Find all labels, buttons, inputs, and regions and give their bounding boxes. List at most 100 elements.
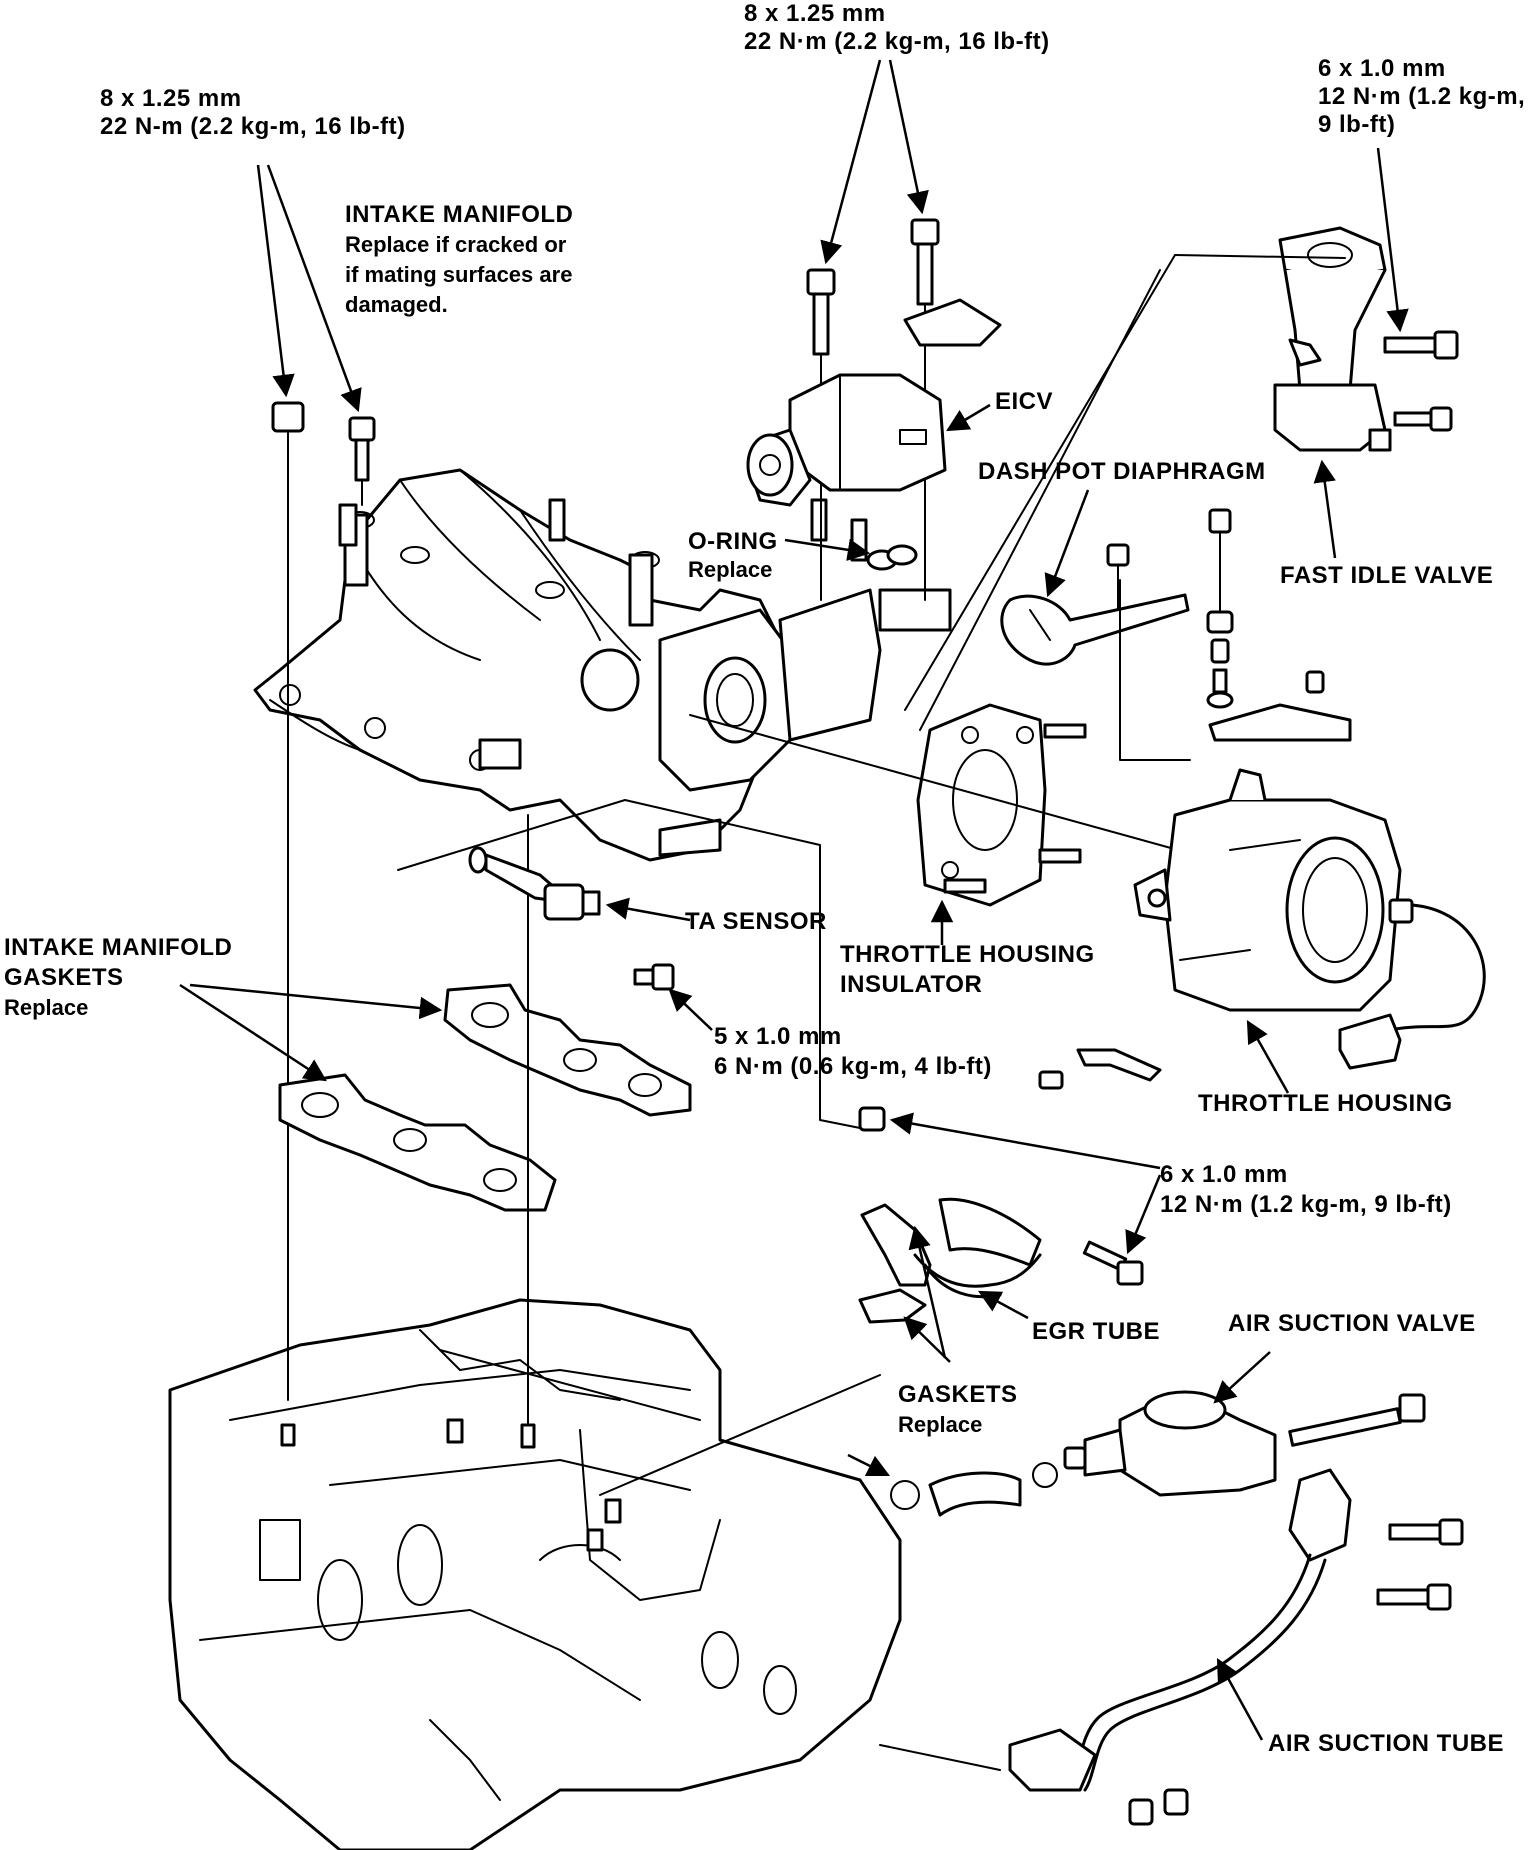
leader-eicv-bolt-left <box>820 59 882 265</box>
label-air-suction-valve: AIR SUCTION VALVE <box>1228 1310 1476 1337</box>
throttle-housing-insulator <box>916 703 1087 907</box>
egr-bolt <box>1082 1240 1144 1286</box>
leader-o-ring <box>784 538 871 561</box>
leader-egr-tube <box>978 1290 1029 1320</box>
leader-throttle-housing <box>1246 1020 1290 1094</box>
leader-gasket-lower <box>179 983 327 1082</box>
label-bolt-ta-sensor: 5 x 1.0 mm 6 N·m (0.6 kg-m, 4 lb-ft) <box>714 1022 992 1082</box>
leader-egr-nut <box>889 1112 1161 1170</box>
throttle-cable <box>1388 903 1486 1032</box>
gaskets-title-2: GASKETS <box>4 964 124 991</box>
bolt-egr-size: 6 x 1.0 mm <box>1160 1161 1288 1188</box>
throttle-stud-stack <box>1206 508 1352 742</box>
insulator-title-2: INSULATOR <box>840 971 983 998</box>
label-ta-sensor: TA SENSOR <box>685 908 827 935</box>
insulator-title-1: THROTTLE HOUSING <box>840 941 1095 968</box>
leader-fast-idle-bolt <box>1376 147 1409 333</box>
bolt-top-center-size: 8 x 1.25 mm <box>744 0 886 27</box>
label-intake-manifold-gaskets: INTAKE MANIFOLD GASKETS Replace <box>4 933 232 1023</box>
alignment-line-tube <box>879 1744 1001 1771</box>
alignment-line-egr <box>397 799 871 1131</box>
leader-fast-idle-valve <box>1313 459 1337 559</box>
bolt-ta-torque: 6 N·m (0.6 kg-m, 4 lb-ft) <box>714 1053 992 1080</box>
label-gaskets-egr: GASKETS Replace <box>898 1380 1018 1440</box>
bolt-top-left-torque: 22 N-m (2.2 kg-m, 16 lb-ft) <box>100 113 406 140</box>
air-suction-hose <box>890 1462 1058 1517</box>
throttle-lower-bracket <box>1038 1048 1162 1090</box>
intake-manifold-gasket-lower <box>278 1073 557 1212</box>
label-dash-pot-diaphragm: DASH POT DIAPHRAGM <box>978 458 1266 485</box>
ta-sensor <box>468 846 601 921</box>
leader-ta-sensor <box>605 897 691 922</box>
label-bolt-top-right: 6 x 1.0 mm 12 N·m (1.2 kg-m, 9 lb-ft) <box>1318 55 1525 139</box>
gaskets-egr-note: Replace <box>898 1412 983 1437</box>
leader-egr-bolt <box>1125 1174 1162 1255</box>
alignment-line-dashpot <box>1119 579 1191 761</box>
intake-manifold-note-1: Replace if cracked or <box>345 232 567 257</box>
intake-manifold <box>253 468 952 862</box>
air-suction-tube-bolts <box>1128 1518 1464 1826</box>
alignment-line-fast-idle-2 <box>1174 254 1346 259</box>
leader-dash-pot <box>1044 489 1090 598</box>
leader-air-suction-valve <box>1213 1351 1271 1404</box>
fast-idle-valve <box>1273 226 1392 452</box>
label-bolt-egr: 6 x 1.0 mm 12 N·m (1.2 kg-m, 9 lb-ft) <box>1160 1160 1452 1220</box>
label-intake-manifold: INTAKE MANIFOLD Replace if cracked or if… <box>345 200 573 320</box>
dash-pot-diaphragm <box>1000 543 1190 666</box>
eicv <box>746 298 1002 507</box>
o-ring-title: O-RING <box>688 528 778 555</box>
leader-eicv <box>946 403 991 432</box>
label-eicv: EICV <box>995 388 1054 415</box>
intake-manifold-gasket-upper <box>443 983 692 1117</box>
gaskets-title-1: INTAKE MANIFOLD <box>4 934 233 961</box>
ta-sensor-bolt <box>633 963 675 991</box>
label-bolt-top-center: 8 x 1.25 mm 22 N·m (2.2 kg-m, 16 lb-ft) <box>744 0 1050 56</box>
throttle-connector <box>1338 1013 1402 1070</box>
label-bolt-top-left: 8 x 1.25 mm 22 N-m (2.2 kg-m, 16 lb-ft) <box>100 85 406 141</box>
gaskets-egr-title: GASKETS <box>898 1381 1018 1408</box>
fast-idle-bolt-lower <box>1393 406 1453 432</box>
leader-left-bolt <box>266 164 362 413</box>
alignment-line-lower <box>599 1374 881 1496</box>
stud-center <box>520 1423 536 1449</box>
leader-gasket-egr-upper <box>908 1225 947 1359</box>
leader-air-suction-tube <box>1216 1658 1264 1741</box>
alignment-line-fast-idle <box>904 254 1176 711</box>
bolt-top-right-torque: 12 N·m (1.2 kg-m, <box>1318 83 1526 110</box>
leader-ta-bolt <box>668 988 713 1031</box>
o-ring-note: Replace <box>688 557 773 582</box>
left-bolt <box>348 416 376 506</box>
air-suction-valve <box>1063 1390 1277 1497</box>
bolt-top-center-torque: 22 N·m (2.2 kg-m, 16 lb-ft) <box>744 28 1050 55</box>
engine-cylinder-head <box>168 1298 902 1850</box>
bolt-egr-torque: 12 N·m (1.2 kg-m, 9 lb-ft) <box>1160 1191 1452 1218</box>
intake-manifold-title: INTAKE MANIFOLD <box>345 201 574 228</box>
alignment-line-fast-idle-3 <box>919 269 1161 731</box>
label-o-ring: O-RING Replace <box>688 528 778 584</box>
bolt-ta-size: 5 x 1.0 mm <box>714 1023 842 1050</box>
label-air-suction-tube: AIR SUCTION TUBE <box>1268 1730 1504 1757</box>
leader-left-nut <box>256 164 295 398</box>
throttle-housing <box>1133 768 1414 1012</box>
label-throttle-housing: THROTTLE HOUSING <box>1198 1090 1453 1117</box>
bolt-top-right-torque-cont: 9 lb-ft) <box>1318 111 1396 138</box>
leader-eicv-bolt-right <box>888 59 929 215</box>
label-fast-idle-valve: FAST IDLE VALVE <box>1280 562 1494 589</box>
bolt-top-left-size: 8 x 1.25 mm <box>100 85 242 112</box>
egr-nut <box>858 1106 886 1132</box>
left-nut <box>271 401 305 1447</box>
label-egr-tube: EGR TUBE <box>1032 1318 1161 1345</box>
engine-studs <box>446 1418 622 1552</box>
leader-hose <box>847 1453 891 1477</box>
gaskets-note: Replace <box>4 995 89 1020</box>
air-suction-tube <box>1008 1468 1352 1792</box>
eicv-bolt-left <box>806 268 836 601</box>
intake-manifold-note-3: damaged. <box>345 292 448 317</box>
label-throttle-housing-insulator: THROTTLE HOUSING INSULATOR <box>840 940 1095 1000</box>
air-suction-valve-bolt <box>1288 1393 1426 1447</box>
egr-tube <box>858 1197 1042 1324</box>
leader-gasket-egr-lower <box>903 1316 951 1363</box>
o-ring <box>866 544 918 571</box>
bolt-top-right-size: 6 x 1.0 mm <box>1318 55 1446 82</box>
